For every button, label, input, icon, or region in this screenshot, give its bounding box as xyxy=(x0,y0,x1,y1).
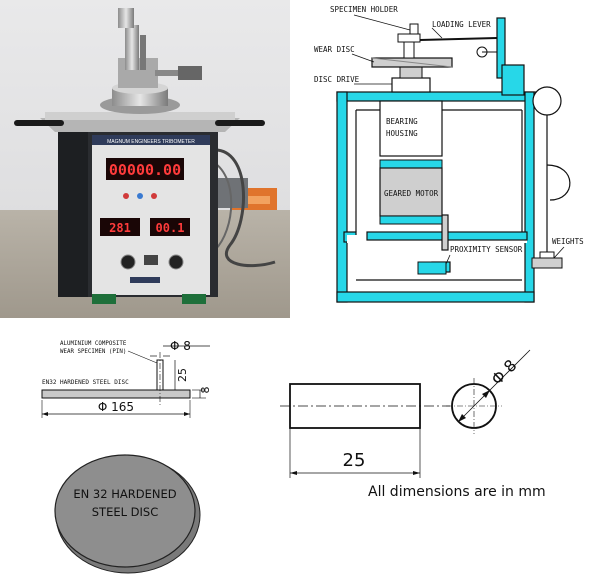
disc-drive xyxy=(391,77,431,93)
left-handle xyxy=(14,120,64,126)
red-button-2[interactable] xyxy=(151,193,157,199)
tribometer-photo: MAGNUM ENGINEERS TRIBOMETER 00000.00 281… xyxy=(0,0,290,318)
left-display xyxy=(100,218,140,236)
right-display xyxy=(150,218,190,236)
specimen-holder-label: SPECIMEN HOLDER xyxy=(330,5,398,14)
proximity-sensor-label: PROXIMITY SENSOR xyxy=(450,245,523,254)
pin-height-label: 25 xyxy=(176,368,189,382)
proximity-sensor xyxy=(417,261,447,275)
red-button[interactable] xyxy=(123,193,129,199)
left-display-value: 281 xyxy=(109,221,131,235)
right-display-value: 00.1 xyxy=(156,221,185,235)
dimension-drawings: Φ 8 25 8 Φ 165 ALUMINIUM COMPOSITE WEAR … xyxy=(0,318,602,578)
main-display-value: 00000.00 xyxy=(109,161,181,179)
right-knob[interactable] xyxy=(168,254,184,270)
machine-frame xyxy=(336,17,548,303)
left-knob[interactable] xyxy=(120,254,136,270)
disc-drive-label: DISC DRIVE xyxy=(314,75,360,84)
weights-label: WEIGHTS xyxy=(552,237,584,246)
specimen-holder xyxy=(397,33,421,43)
bearing-housing xyxy=(379,100,443,157)
geared-motor xyxy=(379,167,443,217)
specimen-label-2: WEAR SPECIMEN (PIN) xyxy=(60,349,126,355)
pin-length-label: 25 xyxy=(343,450,366,471)
loading-lever-label: LOADING LEVER xyxy=(432,20,491,29)
geared-motor-label: GEARED MOTOR xyxy=(384,189,439,198)
housing-label: HOUSING xyxy=(386,129,418,138)
weights xyxy=(531,257,563,269)
disc-text-1: EN 32 HARDENED xyxy=(73,487,176,501)
disc-thickness-label: 8 xyxy=(199,387,212,394)
disc-side-view: Φ 8 25 8 Φ 165 ALUMINIUM COMPOSITE WEAR … xyxy=(41,339,212,418)
right-handle xyxy=(215,120,265,126)
specimen-label-1: ALUMINIUM COMPOSITE xyxy=(60,341,127,347)
dimension-note: All dimensions are in mm xyxy=(368,484,546,500)
pin-dia-dim: Φ 8 xyxy=(487,356,520,389)
disc-text-2: STEEL DISC xyxy=(92,505,159,519)
wear-disc-label: WEAR DISC xyxy=(314,45,355,54)
pin-drawing: 25 Φ 8 All dimensions are in mm xyxy=(280,349,546,500)
disc-leader-label: EN32 HARDENED STEEL DISC xyxy=(42,379,129,386)
loading-lever xyxy=(419,37,498,41)
tribometer-schematic: SPECIMEN HOLDER LOADING LEVER WEAR DISC … xyxy=(292,0,602,318)
main-display xyxy=(106,158,184,180)
bearing-label: BEARING xyxy=(386,117,418,126)
blue-button[interactable] xyxy=(137,193,143,199)
disc-isometric-view: EN 32 HARDENED STEEL DISC xyxy=(54,454,201,574)
pin-dia-label: Φ 8 xyxy=(170,339,191,353)
disc-dia-label: Φ 165 xyxy=(98,400,134,414)
panel-title: MAGNUM ENGINEERS TRIBOMETER xyxy=(107,139,195,145)
power-switch[interactable] xyxy=(144,255,158,265)
